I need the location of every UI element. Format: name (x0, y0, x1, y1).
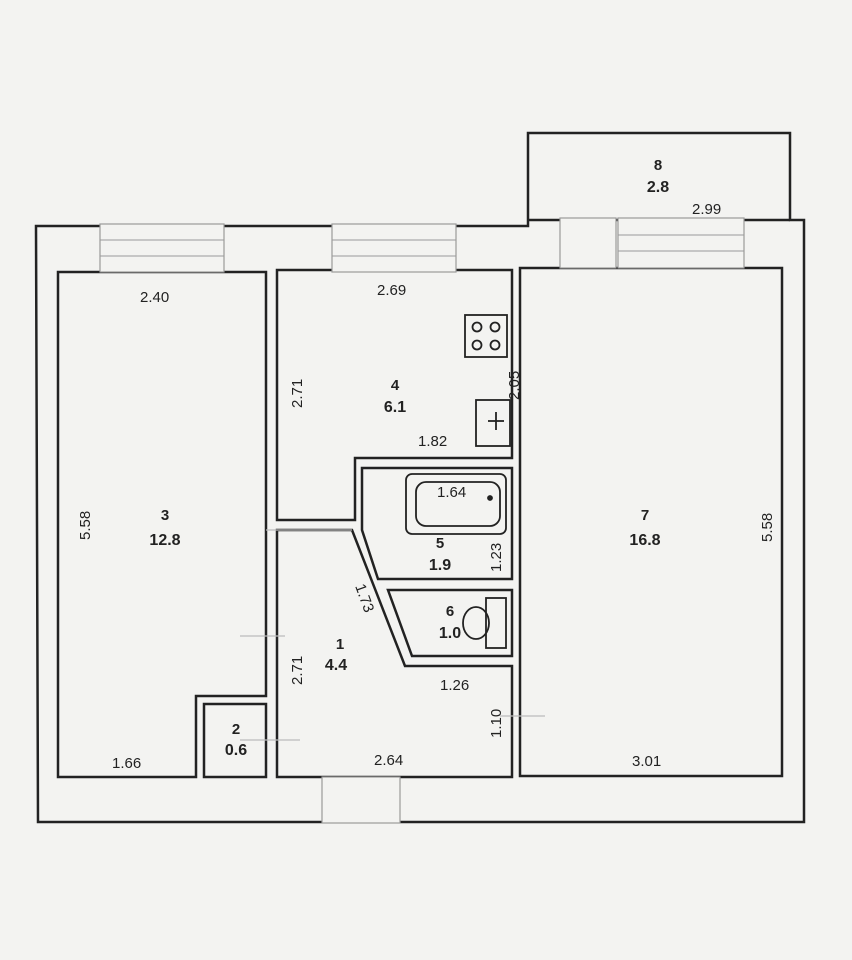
bathtub-icon (405, 473, 507, 535)
room-3-outline (56, 270, 268, 779)
dim-room7-length: 5.58 (759, 513, 776, 542)
window-room-4 (331, 223, 457, 273)
room-5-area: 1.9 (429, 557, 451, 574)
dim-room4-niche: 2.05 (506, 371, 523, 400)
dim-bath-width: 1.23 (488, 543, 505, 572)
dim-room3-length: 5.58 (77, 511, 94, 540)
window-room-7 (617, 217, 745, 269)
toilet-icon (462, 597, 507, 649)
room-8-number: 8 (654, 157, 662, 174)
wc-outline (386, 588, 514, 658)
dim-corridor-bottom: 2.64 (374, 752, 403, 769)
room-5-number: 5 (436, 535, 444, 552)
room-1-area: 4.4 (325, 657, 347, 674)
room-6-number: 6 (446, 603, 454, 620)
room-3-number: 3 (161, 507, 169, 524)
dim-wc-width: 1.26 (440, 677, 469, 694)
room-4-area: 6.1 (384, 399, 406, 416)
room-7-number: 7 (641, 507, 649, 524)
room-2-area: 0.6 (225, 742, 247, 759)
dim-corridor-length: 2.71 (289, 656, 306, 685)
room-3-area: 12.8 (149, 532, 180, 549)
kitchen-sink-icon (475, 399, 511, 447)
room-4-number: 4 (391, 377, 400, 394)
dim-room7-bottom: 3.01 (632, 753, 661, 770)
dim-room4-bottom: 1.82 (418, 433, 447, 450)
dim-room3-width: 2.40 (140, 289, 169, 306)
room-6-area: 1.0 (439, 625, 461, 642)
room-2-number: 2 (232, 721, 240, 738)
room-8-area: 2.8 (647, 179, 669, 196)
balcony-door (559, 217, 617, 269)
dim-room4-length: 2.71 (289, 379, 306, 408)
dim-room3-bottom: 1.66 (112, 755, 141, 772)
dim-wc-small: 1.10 (488, 709, 505, 738)
room-7-area: 16.8 (629, 532, 660, 549)
dim-bath-length: 1.64 (437, 484, 466, 501)
window-room-3 (99, 223, 225, 273)
dim-balcony-width: 2.99 (692, 201, 721, 218)
entrance-door (321, 776, 401, 824)
dim-room4-width: 2.69 (377, 282, 406, 299)
stove-icon (464, 314, 508, 358)
bathroom-outline (360, 466, 514, 581)
room-4-outline (275, 268, 514, 522)
room-1-number: 1 (336, 636, 344, 653)
